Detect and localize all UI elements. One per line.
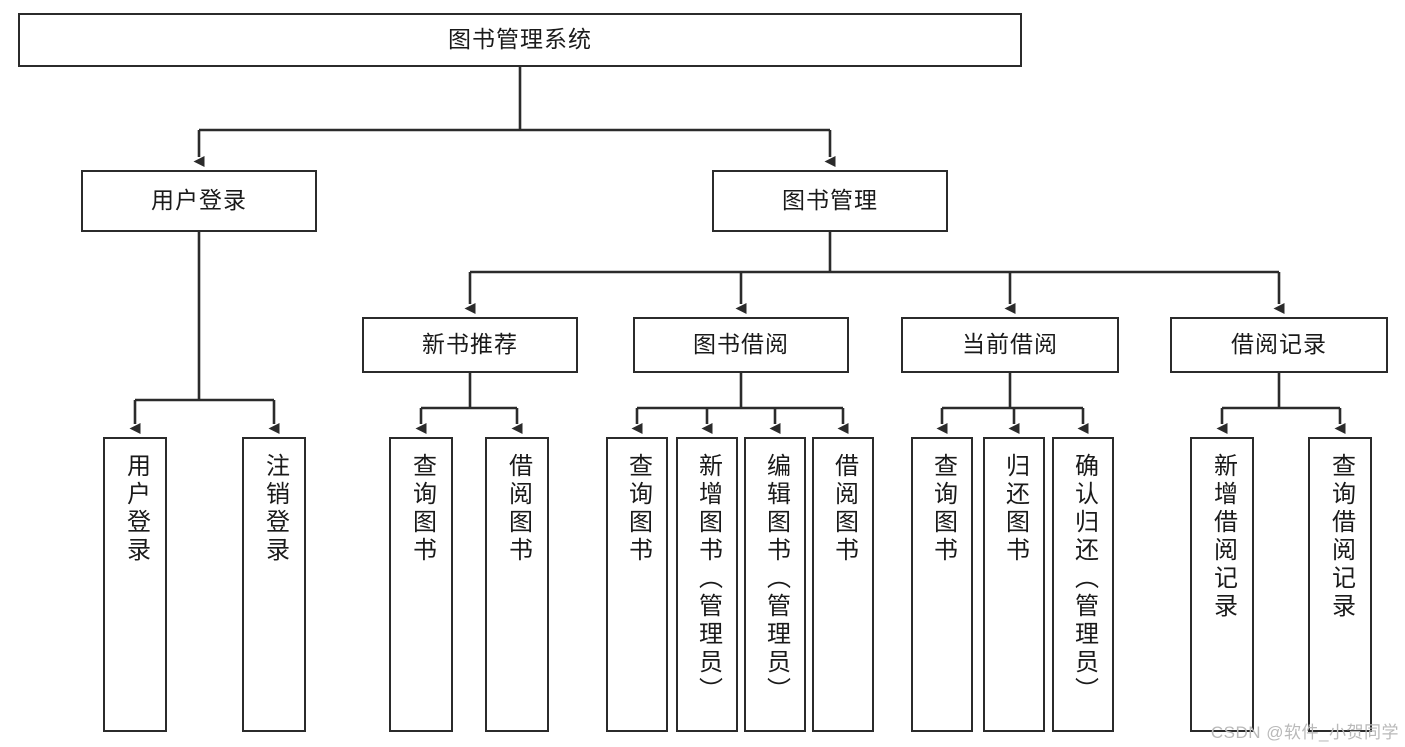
node-label: 查询图书 — [408, 453, 436, 565]
node-leaf-add-borrow-record[interactable]: 新增借阅记录 — [1190, 437, 1254, 732]
edge-group-new-book-recommend — [415, 373, 523, 434]
node-leaf-confirm-return[interactable]: 确认归还（管理员） — [1052, 437, 1114, 732]
node-leaf-borrow-book-1[interactable]: 借阅图书 — [485, 437, 549, 732]
edge-group-user-login — [129, 232, 280, 434]
node-leaf-query-book-1[interactable]: 查询图书 — [389, 437, 453, 732]
node-label: 查询借阅记录 — [1327, 453, 1355, 621]
node-leaf-borrow-book-2[interactable]: 借阅图书 — [812, 437, 874, 732]
node-leaf-return-book[interactable]: 归还图书 — [983, 437, 1045, 732]
node-root-system[interactable]: 图书管理系统 — [18, 13, 1022, 67]
node-label: 借阅图书 — [504, 453, 532, 565]
node-label: 借阅记录 — [1231, 331, 1327, 358]
node-user-login[interactable]: 用户登录 — [81, 170, 317, 232]
node-label: 查询图书 — [624, 453, 652, 565]
node-new-book-recommend[interactable]: 新书推荐 — [362, 317, 578, 373]
node-leaf-query-book-2[interactable]: 查询图书 — [606, 437, 668, 732]
node-label: 用户登录 — [122, 453, 150, 565]
node-label: 图书管理系统 — [448, 26, 592, 53]
edge-group-root — [193, 67, 836, 167]
node-label: 新增图书（管理员） — [694, 453, 722, 705]
node-leaf-query-borrow-record[interactable]: 查询借阅记录 — [1308, 437, 1372, 732]
node-leaf-user-login[interactable]: 用户登录 — [103, 437, 167, 732]
edge-group-current-borrow — [936, 373, 1089, 434]
node-book-borrow[interactable]: 图书借阅 — [633, 317, 849, 373]
node-label: 图书借阅 — [693, 331, 789, 358]
node-label: 用户登录 — [151, 187, 247, 214]
node-label: 注销登录 — [261, 453, 289, 565]
node-label: 确认归还（管理员） — [1070, 453, 1098, 705]
node-label: 编辑图书（管理员） — [762, 453, 790, 705]
node-leaf-query-book-3[interactable]: 查询图书 — [911, 437, 973, 732]
node-borrow-record[interactable]: 借阅记录 — [1170, 317, 1388, 373]
node-label: 图书管理 — [782, 187, 878, 214]
node-label: 当前借阅 — [962, 331, 1058, 358]
edge-group-borrow-record — [1216, 373, 1346, 434]
node-leaf-user-logout[interactable]: 注销登录 — [242, 437, 306, 732]
edge-group-book-borrow — [631, 373, 849, 434]
edge-group-book-manage — [464, 232, 1285, 314]
node-label: 新书推荐 — [422, 331, 518, 358]
node-leaf-edit-book[interactable]: 编辑图书（管理员） — [744, 437, 806, 732]
node-label: 借阅图书 — [830, 453, 858, 565]
watermark-text: CSDN @软件_小贺同学 — [1210, 723, 1399, 742]
node-book-manage[interactable]: 图书管理 — [712, 170, 948, 232]
node-label: 新增借阅记录 — [1209, 453, 1237, 621]
node-leaf-add-book[interactable]: 新增图书（管理员） — [676, 437, 738, 732]
node-label: 归还图书 — [1001, 453, 1029, 565]
node-label: 查询图书 — [929, 453, 957, 565]
node-current-borrow[interactable]: 当前借阅 — [901, 317, 1119, 373]
